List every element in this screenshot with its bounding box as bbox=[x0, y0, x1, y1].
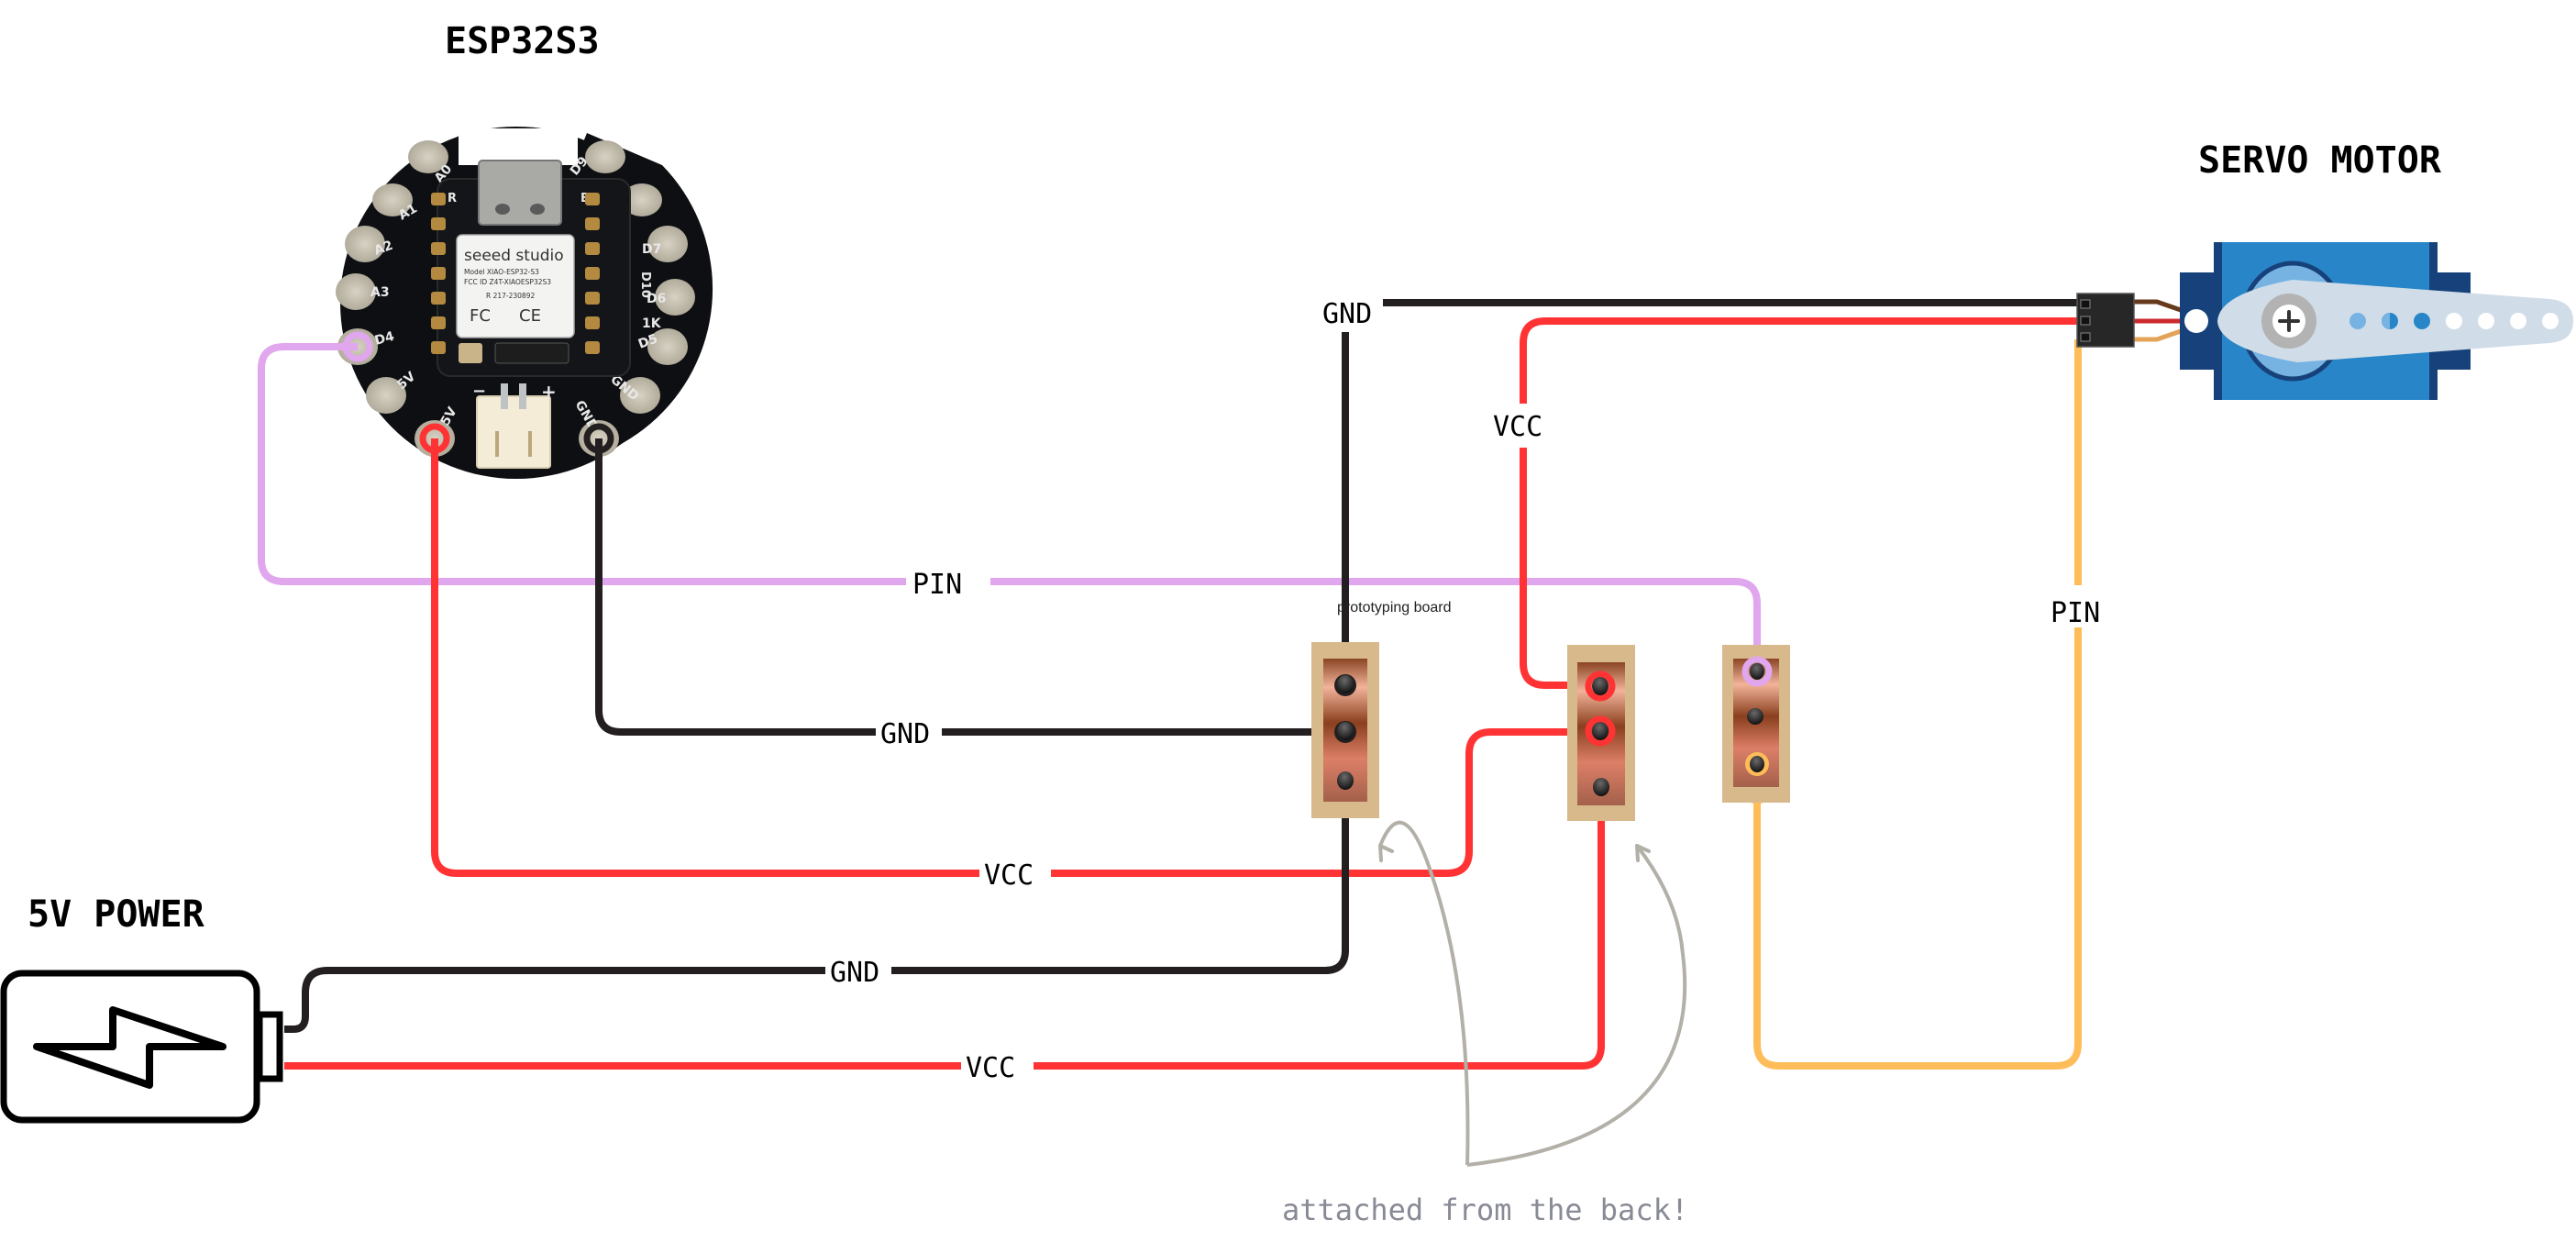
arrow-right-shaft bbox=[1466, 844, 1687, 1167]
button-b-label: B bbox=[580, 192, 590, 205]
fcc-label: FCC ID Z4T-XIAOESP32S3 bbox=[464, 278, 551, 286]
mcu-title: ESP32S3 bbox=[445, 20, 600, 62]
proto-board-pin bbox=[1722, 645, 1790, 803]
annotation-text: attached from the back! bbox=[1282, 1192, 1688, 1227]
ce-mark: CE bbox=[519, 306, 541, 326]
wire-gnd-power bbox=[284, 816, 1349, 1033]
usb-c-connector bbox=[478, 160, 562, 226]
rf-shield bbox=[456, 234, 575, 338]
label-vcc-servo: VCC bbox=[1493, 411, 1542, 443]
servo-motor bbox=[2076, 242, 2573, 400]
wire-vcc-servo bbox=[1520, 317, 2080, 701]
proto-hole bbox=[1750, 663, 1764, 680]
pad-a0 bbox=[408, 140, 448, 173]
proto-board-vcc bbox=[1567, 645, 1635, 821]
fc-mark: FC bbox=[470, 306, 491, 326]
pad-d9 bbox=[585, 140, 625, 173]
label-gnd-mcu: GND bbox=[880, 718, 930, 750]
pin-label-a3: A3 bbox=[370, 285, 390, 300]
arrow-left-head bbox=[1378, 844, 1394, 862]
battery-minus-label: − bbox=[472, 382, 486, 401]
wire-gnd-mcu bbox=[583, 423, 1345, 736]
arrow-left-shaft bbox=[1378, 820, 1470, 1166]
lightning-icon bbox=[33, 1006, 227, 1089]
cert-label: R 217-230892 bbox=[486, 292, 535, 300]
pin-label-1k: 1K bbox=[642, 316, 662, 331]
esp32s3-board: A0 A1 A2 A3 D4 5V 5V D9 D8 D7 D10 D6 1K … bbox=[336, 127, 713, 479]
label-pin-mcu: PIN bbox=[912, 569, 962, 601]
proto-hole bbox=[1337, 675, 1354, 693]
battery-terminal bbox=[256, 1011, 283, 1082]
battery-connector bbox=[476, 395, 551, 469]
pad-d5 bbox=[647, 328, 688, 365]
proto-hole bbox=[1337, 771, 1354, 790]
battery-plus-label: + bbox=[541, 381, 557, 403]
pin-label-a2: A2 bbox=[372, 238, 395, 259]
proto-hole bbox=[1593, 778, 1609, 796]
servo-title: SERVO MOTOR bbox=[2198, 139, 2442, 182]
pad-a1 bbox=[372, 183, 413, 216]
pad-a2 bbox=[345, 226, 385, 262]
label-gnd-power: GND bbox=[830, 957, 879, 989]
arrow-right-head bbox=[1635, 844, 1651, 862]
proto-hole bbox=[1750, 756, 1764, 772]
pin-label-d5: D5 bbox=[636, 331, 660, 351]
wire-pin-servo bbox=[1741, 339, 2082, 1070]
prototyping-board-label: prototyping board bbox=[1337, 600, 1452, 615]
proto-hole bbox=[1337, 722, 1354, 740]
label-vcc-mcu: VCC bbox=[984, 859, 1034, 892]
button-r-label: R bbox=[448, 192, 457, 205]
pad-a3 bbox=[336, 273, 376, 310]
mount-hole bbox=[2184, 309, 2208, 333]
pin-label-d6: D6 bbox=[647, 292, 666, 306]
wire-gnd-servo bbox=[1330, 299, 2080, 748]
pad-d7 bbox=[647, 226, 688, 262]
screw-icon bbox=[2278, 310, 2300, 332]
proto-board-gnd bbox=[1311, 642, 1379, 818]
power-supply bbox=[0, 970, 283, 1124]
proto-hole bbox=[1747, 708, 1763, 725]
pad-gnd-a bbox=[620, 377, 660, 414]
brand-label: seeed studio bbox=[464, 247, 564, 265]
pin-label-d7: D7 bbox=[642, 242, 661, 257]
proto-hole bbox=[1592, 722, 1609, 740]
pad-d6 bbox=[655, 279, 695, 316]
model-label: Model XIAO-ESP32-S3 bbox=[464, 268, 539, 276]
proto-hole bbox=[1592, 677, 1609, 695]
pad-5v-a bbox=[366, 377, 406, 414]
wire-vcc-power bbox=[284, 816, 1605, 1070]
label-pin-servo: PIN bbox=[2051, 597, 2100, 629]
annotation-arrows bbox=[1378, 820, 1687, 1167]
label-gnd-servo: GND bbox=[1322, 298, 1372, 330]
power-title: 5V POWER bbox=[28, 893, 205, 936]
pad-d8 bbox=[622, 183, 662, 216]
label-vcc-power: VCC bbox=[966, 1052, 1015, 1084]
pin-label-d10: D10 bbox=[638, 272, 652, 298]
pin-label-d4: D4 bbox=[373, 329, 396, 349]
